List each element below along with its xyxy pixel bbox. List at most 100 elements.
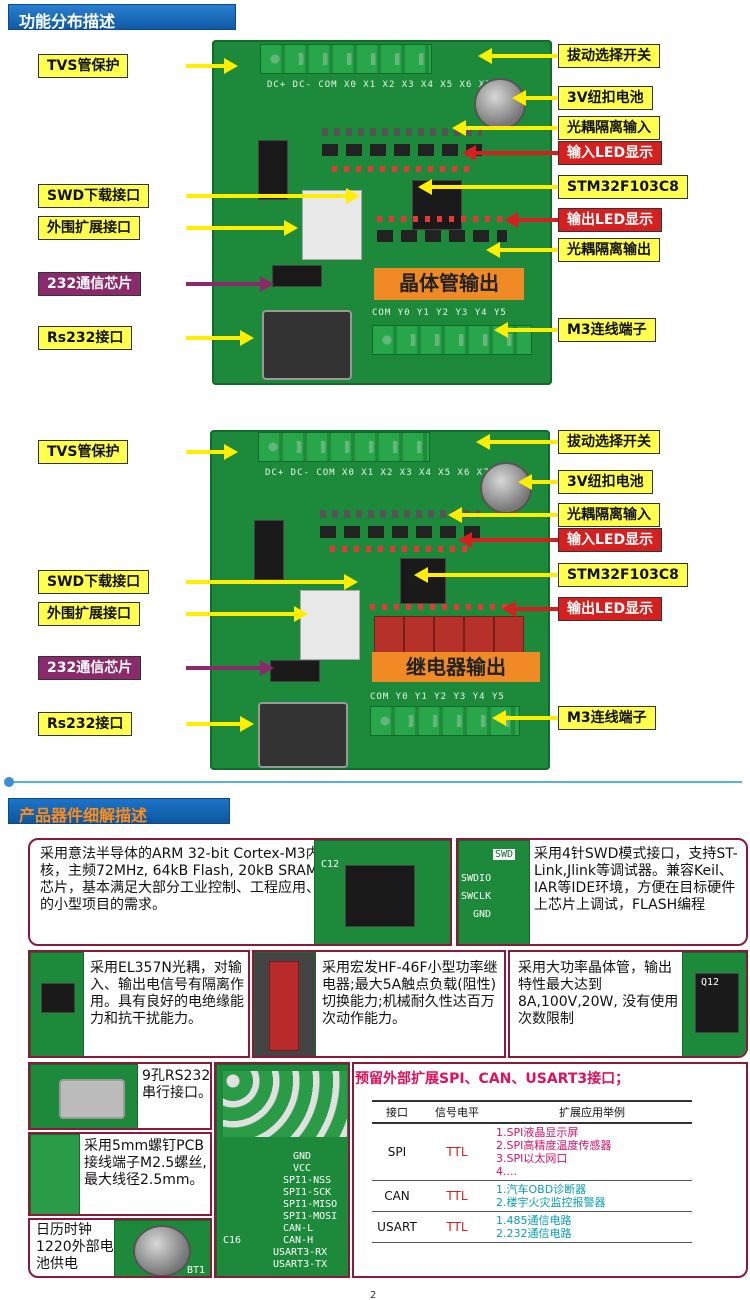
header-pin-label: USART3-RX — [273, 1247, 328, 1258]
interface-cell: CAN — [372, 1180, 422, 1212]
input-leds — [330, 546, 470, 552]
input-resistors — [320, 510, 480, 518]
header-pin-label: CAN-H — [283, 1235, 314, 1246]
rs232-chip — [270, 660, 320, 682]
arrow-head — [418, 179, 432, 195]
section-title-function: 功能分布描述 — [8, 4, 236, 31]
arrow-head — [494, 322, 508, 338]
header-pin-label: GND — [293, 1151, 312, 1162]
column-header: 信号电平 — [422, 1100, 492, 1124]
rs232-photo — [30, 1064, 138, 1128]
label-expansion: 外围扩展接口 — [38, 216, 140, 240]
header-pin-label: VCC — [293, 1163, 312, 1174]
label-rs232: Rs232接口 — [38, 326, 133, 350]
transistor-chip — [695, 973, 739, 1033]
arrow-head — [452, 120, 466, 136]
terminal-detail-box: 采用5mm螺钉PCB接线端子M2.5螺丝,最大线径2.5mm。 — [28, 1132, 212, 1216]
level-cell: TTL — [422, 1180, 492, 1212]
expansion-header — [300, 590, 360, 660]
arrow — [490, 54, 558, 58]
arrow — [524, 96, 558, 100]
transistor-chip-label: Q12 — [701, 977, 720, 988]
arrow — [488, 440, 558, 444]
arrow — [186, 194, 348, 198]
app-item: 3.SPI以太网口 — [496, 1152, 568, 1165]
arrow — [474, 151, 558, 155]
transistor-output-banner: 晶体管输出 — [374, 268, 524, 300]
header-pin-label: CAN-L — [283, 1223, 314, 1234]
table-row: SPI TTL 1.SPI液晶显示屏 2.SPI高精度温度传感器 3.SPI以太… — [372, 1123, 692, 1181]
label-m3-terminal: M3连线端子 — [558, 318, 656, 342]
header-pin-label: SPI1-MOSI — [283, 1211, 338, 1222]
rtc-photo: BT1 — [114, 1220, 210, 1276]
output-leds — [377, 216, 507, 222]
relay-photo — [254, 952, 316, 1056]
swd-description: 采用4针SWD模式接口，支持ST-Link,Jlink等调试器。兼容Keil、I… — [534, 846, 738, 913]
section-title-details: 产品器件细解描述 — [8, 798, 230, 825]
arrow-head — [284, 220, 298, 236]
label-opto-input: 光耦隔离输入 — [558, 116, 660, 140]
apps-cell: 1.汽车OBD诊断器 2.楼宇火灾监控报警器 — [492, 1180, 692, 1212]
output-silk-labels: COM Y0 Y1 Y2 Y3 Y4 Y5 — [372, 308, 507, 318]
transistor-description: 采用大功率晶体管，输出特性最大达到8A,100V,20W, 没有使用次数限制 — [518, 960, 679, 1027]
output-silk-labels: COM Y0 Y1 Y2 Y3 Y4 Y5 — [370, 692, 505, 702]
column-header: 接口 — [372, 1100, 422, 1124]
header-pin-label: SPI1-NSS — [283, 1175, 332, 1186]
header-pin-label: SPI1-MISO — [283, 1199, 338, 1210]
app-item: 2.SPI高精度温度传感器 — [496, 1139, 612, 1152]
mcu-photo: C12 — [314, 840, 450, 944]
arrow-head — [346, 188, 360, 204]
table-row: USART TTL 1.485通信电路 2.232通信电路 — [372, 1211, 692, 1243]
mcu-chip-label: C12 — [321, 859, 340, 870]
extension-table: 接口 信号电平 扩展应用举例 SPI TTL 1.SPI液晶显示屏 2.SPI高… — [372, 1100, 692, 1243]
output-leds — [370, 604, 510, 610]
rtc-detail-box: 日历时钟1220外部电池供电 BT1 — [28, 1218, 212, 1278]
arrow — [186, 450, 226, 454]
arrow-head — [224, 58, 238, 74]
arrow — [186, 336, 242, 340]
apps-cell: 1.485通信电路 2.232通信电路 — [492, 1211, 692, 1243]
arrow — [186, 722, 242, 726]
arrow — [530, 480, 558, 484]
swd-photo: SWD SWDIO SWCLK GND — [458, 840, 530, 944]
arrow — [186, 226, 286, 230]
label-m3-terminal: M3连线端子 — [558, 706, 656, 730]
arrow-head — [504, 212, 518, 228]
db9-connector — [258, 702, 348, 768]
app-item: 1.SPI液晶显示屏 — [496, 1126, 579, 1139]
app-item: 1.485通信电路 — [496, 1214, 572, 1227]
terminal-photo — [30, 1134, 80, 1214]
opto-detail-box: 采用EL357N光耦，对输入、输出电信号有隔离作用。具有良好的电绝缘能力和抗干扰… — [28, 950, 250, 1058]
arrow-head — [240, 716, 254, 732]
opto-description: 采用EL357N光耦，对输入、输出电信号有隔离作用。具有良好的电绝缘能力和抗干扰… — [90, 960, 244, 1027]
input-resistors — [322, 128, 482, 136]
interface-cell: SPI — [372, 1123, 422, 1181]
relay-output-banner: 继电器输出 — [372, 652, 540, 682]
label-opto-input: 光耦隔离输入 — [558, 503, 660, 527]
label-expansion: 外围扩展接口 — [38, 602, 140, 626]
opto-photo — [30, 952, 84, 1056]
arrow-head — [448, 507, 462, 523]
app-item: 2.楼宇火灾监控报警器 — [496, 1196, 606, 1209]
app-item: 2.232通信电路 — [496, 1227, 572, 1240]
app-item: 1.汽车OBD诊断器 — [496, 1183, 587, 1196]
label-swd: SWD下载接口 — [38, 570, 150, 594]
db9-connector — [59, 1079, 125, 1119]
header-pin-label: SPI1-SCK — [283, 1187, 332, 1198]
label-dip-switch: 拔动选择开关 — [558, 430, 660, 454]
column-header: 扩展应用举例 — [492, 1100, 692, 1124]
label-stm32: STM32F103C8 — [558, 175, 688, 199]
header-pin-label: USART3-TX — [273, 1259, 328, 1270]
db9-connector — [262, 310, 352, 380]
extension-title: 预留外部扩展SPI、CAN、USART3接口； — [355, 1071, 630, 1087]
label-stm32: STM32F103C8 — [558, 563, 688, 587]
input-leds — [332, 166, 472, 172]
mcu-description: 采用意法半导体的ARM 32-bit Cortex-M3内核，主频72MHz, … — [40, 846, 320, 913]
battery-label: BT1 — [187, 1265, 206, 1276]
arrow — [516, 218, 558, 222]
table-header-row: 接口 信号电平 扩展应用举例 — [372, 1100, 692, 1124]
label-dip-switch: 拔动选择开关 — [558, 44, 660, 68]
arrow-head — [224, 444, 238, 460]
swd-pin-label: SWDIO — [461, 873, 492, 884]
arrow-head — [462, 145, 476, 161]
